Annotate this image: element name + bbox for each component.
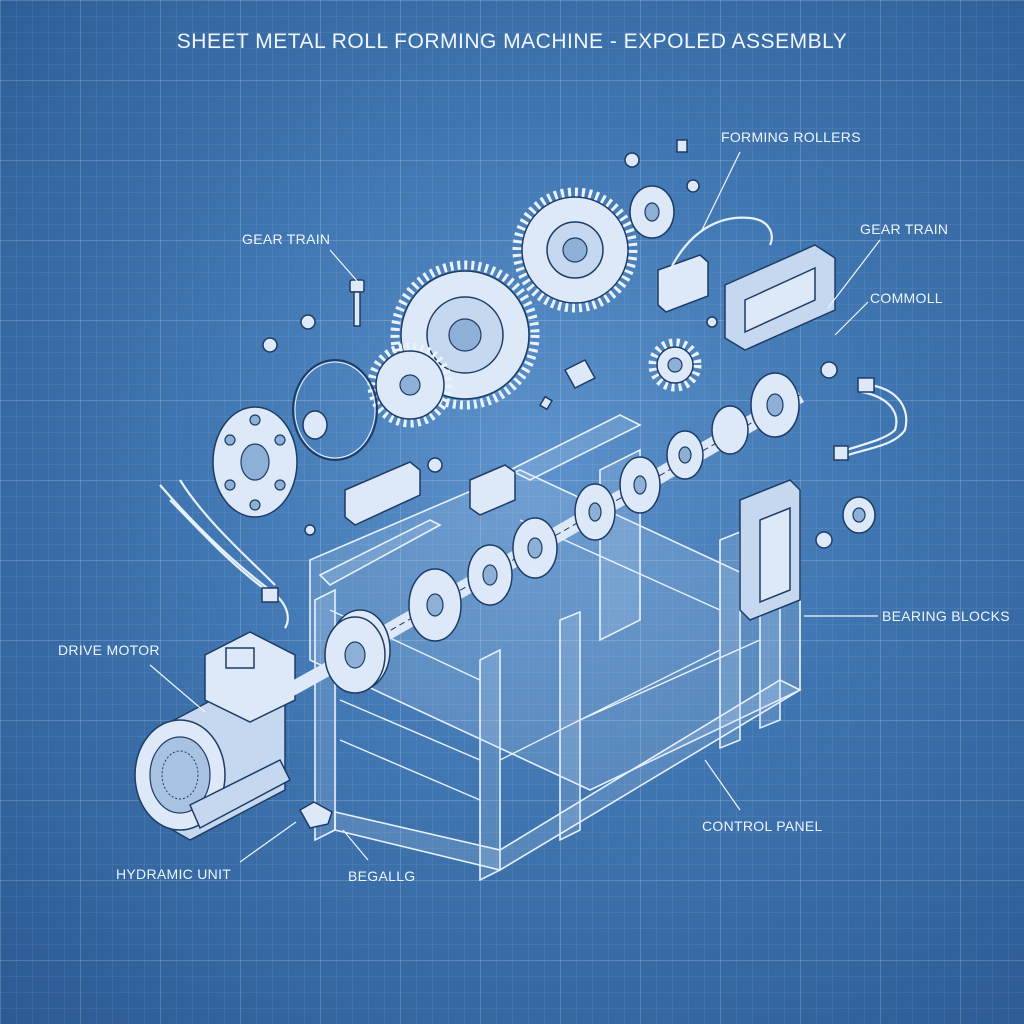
label-control-panel: CONTROL PANEL [702, 818, 823, 834]
fasteners [262, 139, 876, 829]
left-flange [212, 406, 298, 518]
drive-motor [134, 616, 386, 841]
label-gear-train-left: GEAR TRAIN [242, 231, 331, 247]
wiring-harness-right [833, 377, 908, 461]
label-hydramic-unit: HYDRAMIC UNIT [116, 866, 232, 882]
sensor-cable [669, 216, 773, 271]
retaining-ring [292, 359, 378, 461]
label-forming-rollers: FORMING ROLLERS [721, 129, 861, 145]
label-begallg: BEGALLG [348, 868, 416, 884]
bearing-blocks [344, 244, 836, 621]
label-bearing-blocks: BEARING BLOCKS [882, 608, 1010, 624]
wiring-harness-left [159, 479, 289, 629]
label-gear-train-right: GEAR TRAIN [860, 221, 949, 237]
gear-train [367, 187, 702, 428]
label-drive-motor: DRIVE MOTOR [58, 642, 160, 658]
label-commoll: COMMOLL [870, 290, 943, 306]
diagram-title: SHEET METAL ROLL FORMING MACHINE - EXPOL… [176, 30, 848, 53]
leader-lines [149, 151, 881, 863]
